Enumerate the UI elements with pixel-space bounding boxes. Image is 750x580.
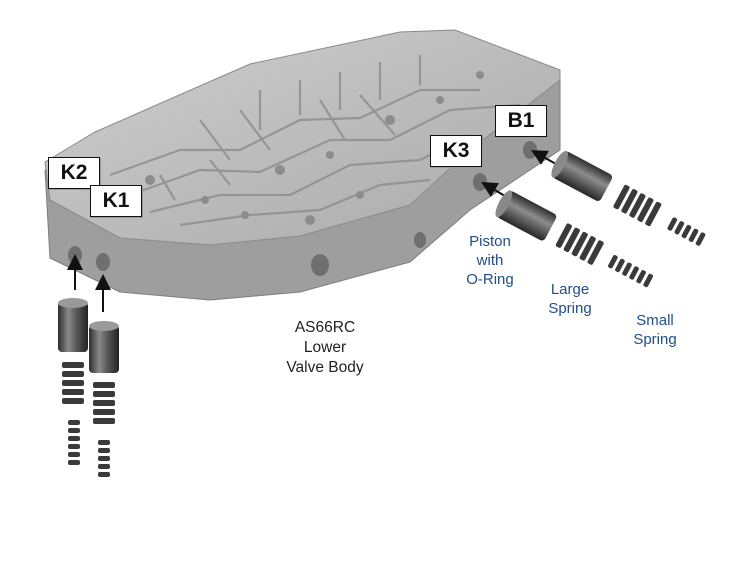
label-valve-body-line3: Valve Body [286,359,364,376]
label-valve-body-line2: Lower [303,339,347,356]
callout-k3: K3 [430,135,482,167]
label-large-spring: Large Spring [535,280,605,318]
label-large-spring-line1: Large [550,281,590,298]
label-small-spring-line2: Spring [633,331,677,348]
callout-k1: K1 [90,185,142,217]
valve-body-casting [44,29,561,301]
label-small-spring: Small Spring [620,311,690,349]
label-valve-body-line1: AS66RC [294,319,356,336]
label-piston: Piston with O-Ring [455,232,525,289]
k3-parts-row [495,190,653,288]
k1-parts-stack [89,321,119,477]
callout-k2: K2 [48,157,100,189]
label-piston-line2: with [476,252,504,269]
callout-b1: B1 [495,105,547,137]
arrow-k3 [481,181,506,197]
label-valve-body: AS66RC Lower Valve Body [265,318,385,378]
label-piston-line1: Piston [469,233,511,250]
arrow-b1 [531,150,557,165]
label-piston-line3: O-Ring [466,271,514,288]
k2-parts-stack [58,298,88,465]
label-large-spring-line2: Spring [548,300,592,317]
b1-parts-row [551,150,706,246]
label-small-spring-line1: Small [636,312,674,329]
